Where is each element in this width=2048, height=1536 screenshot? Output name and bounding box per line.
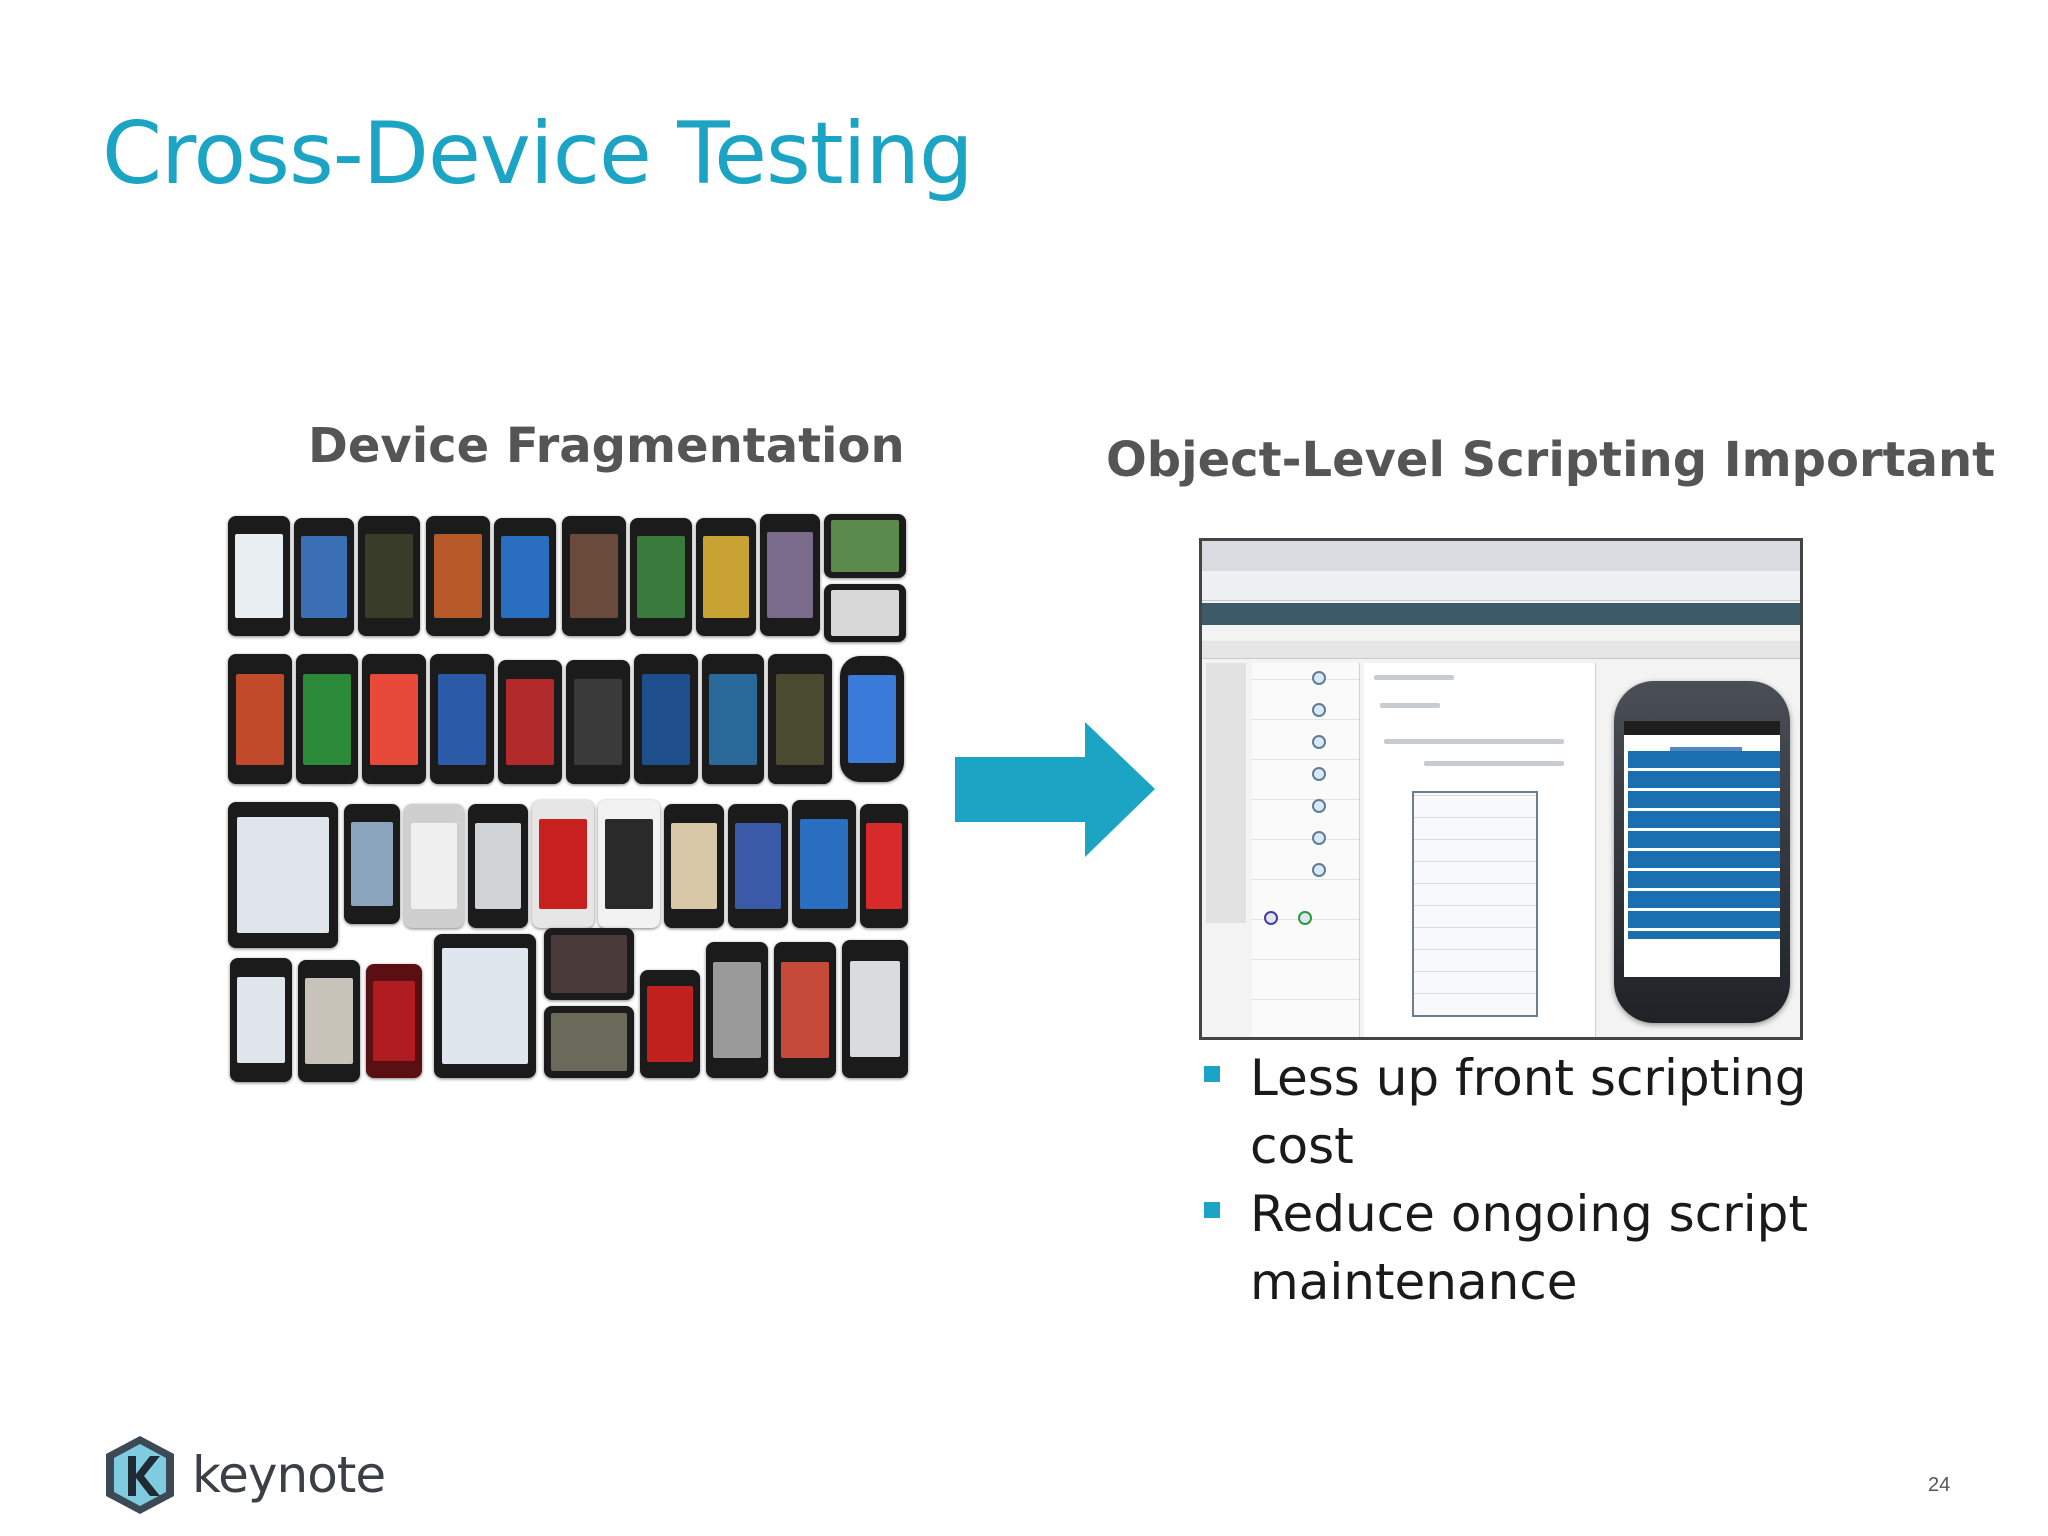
list-item: Less up front scripting cost: [1200, 1044, 1900, 1180]
square-bullet-icon: [1204, 1066, 1220, 1082]
logo-wordmark: keynote: [192, 1446, 386, 1504]
script-toolbar: [1202, 641, 1800, 659]
phone-image: [430, 654, 494, 784]
phone-image: [296, 654, 358, 784]
phone-image: [768, 654, 832, 784]
phone-image: [228, 802, 338, 948]
keynote-logo: keynote: [102, 1432, 386, 1518]
phone-image: [760, 514, 820, 636]
phone-image: [404, 804, 464, 928]
phone-image: [792, 800, 856, 928]
phone-image: [702, 654, 764, 784]
phone-image: [562, 516, 626, 636]
phone-image: [298, 960, 360, 1082]
phone-image: [696, 518, 756, 636]
phone-image: [358, 516, 420, 636]
phone-image: [664, 804, 724, 928]
script-flow-panel: [1252, 663, 1360, 1037]
phone-image: [640, 970, 700, 1078]
phone-image: [706, 942, 768, 1078]
arrow-right-icon: [955, 722, 1155, 857]
window-address-bar: [1202, 571, 1800, 601]
page-number: 24: [1928, 1474, 1951, 1496]
script-header-bar: [1202, 603, 1800, 625]
phone-image: [566, 660, 630, 784]
phone-image: [434, 934, 536, 1078]
phone-image: [824, 514, 906, 578]
phone-image: [544, 928, 634, 1000]
phone-image: [842, 940, 908, 1078]
phone-image: [426, 516, 490, 636]
device-preview: [1412, 791, 1538, 1017]
phone-image: [228, 654, 292, 784]
phone-image: [228, 516, 290, 636]
device-fragmentation-heading: Device Fragmentation: [308, 418, 905, 474]
phone-image: [634, 654, 698, 784]
keynote-logo-icon: [106, 1436, 174, 1514]
phone-image: [860, 804, 908, 928]
phone-image: [362, 654, 426, 784]
commands-sidebar: [1206, 663, 1246, 923]
bullet-text: Less up front scripting cost: [1250, 1049, 1807, 1175]
phone-image: [494, 518, 556, 636]
phone-image: [774, 942, 836, 1078]
phone-image: [498, 660, 562, 784]
samsung-device-image: [1614, 681, 1790, 1023]
bullet-text: Reduce ongoing script maintenance: [1250, 1185, 1808, 1311]
phone-image: [344, 804, 400, 924]
phone-image: [532, 800, 594, 928]
window-title-bar: [1202, 541, 1800, 571]
phone-image: [824, 584, 906, 642]
list-item: Reduce ongoing script maintenance: [1200, 1180, 1900, 1316]
square-bullet-icon: [1204, 1202, 1220, 1218]
slide-title: Cross-Device Testing: [102, 104, 974, 204]
phone-image: [630, 518, 692, 636]
device-fragmentation-collage: [228, 514, 908, 1084]
phone-image: [728, 804, 788, 928]
phone-image: [366, 964, 422, 1078]
properties-panel: [1364, 663, 1596, 1037]
phone-image: [294, 518, 354, 636]
phone-image: [468, 804, 528, 928]
phone-image: [598, 800, 660, 928]
object-level-scripting-heading: Object-Level Scripting Important: [1106, 432, 1996, 488]
phone-image: [230, 958, 292, 1082]
benefits-list: Less up front scripting cost Reduce ongo…: [1200, 1044, 1900, 1316]
phone-image: [544, 1006, 634, 1078]
object-level-scripting-screenshot: [1199, 538, 1803, 1040]
phone-image: [840, 656, 904, 782]
